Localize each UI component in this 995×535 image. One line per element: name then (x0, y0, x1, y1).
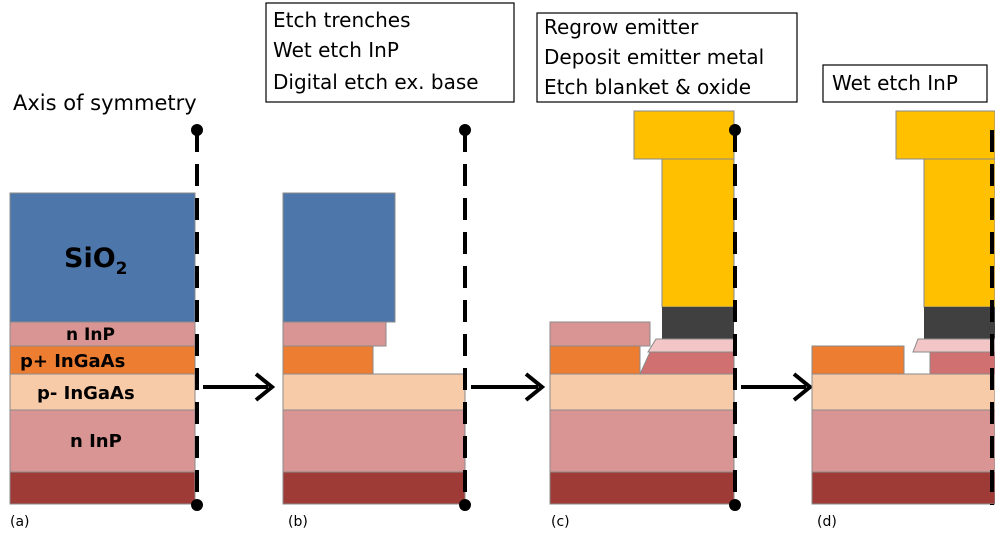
sio2-layer (282, 192, 396, 323)
arrow-a-to-b (203, 372, 276, 402)
panel-label-a: (a) (10, 514, 30, 530)
step-d-line-1: Wet etch InP (832, 71, 958, 95)
substrate-layer (9, 471, 196, 505)
sio2-layer (9, 192, 196, 323)
panel-d: Wet etch InP (d) (811, 64, 995, 530)
axis-of-symmetry-label: Axis of symmetry (13, 91, 197, 115)
n-inp-top-layer (282, 321, 387, 347)
panel-a: SiO2 n InP p+ InGaAs p- InGaAs n InP Axi… (9, 91, 203, 530)
emitter-metal-cap (895, 110, 995, 160)
emitter-metal-cap (633, 110, 735, 160)
n-inp-top-layer (549, 321, 651, 347)
emitter-metal-stem (923, 158, 995, 308)
n-inp-top-layer (9, 321, 196, 347)
emitter-contact-layer (662, 307, 734, 339)
axis-top-dot (729, 124, 741, 136)
n-inp-bottom-layer (811, 409, 995, 473)
p-plus-ingaas-layer (549, 345, 641, 375)
axis-top-dot (459, 124, 471, 136)
step-b-box (265, 2, 515, 103)
step-c-line-3: Etch blanket & oxide (544, 75, 751, 99)
p-minus-ingaas-layer (811, 373, 995, 411)
step-c-line-2: Deposit emitter metal (544, 45, 764, 69)
emitter-contact-layer (924, 307, 995, 339)
step-d-box (822, 64, 988, 103)
n-inp-bottom-layer (9, 409, 196, 473)
panel-label-d: (d) (817, 514, 837, 530)
step-c-line-1: Regrow emitter (544, 15, 699, 39)
p-plus-ingaas-label: p+ InGaAs (20, 351, 125, 372)
regrown-emitter (929, 351, 995, 375)
sio2-label: SiO2 (64, 243, 128, 279)
substrate-layer (811, 471, 995, 505)
thin-regrowth-layer (912, 338, 995, 353)
p-minus-ingaas-layer (282, 373, 466, 411)
p-minus-ingaas-layer (549, 373, 735, 411)
n-inp-top-label: n InP (66, 325, 115, 345)
n-inp-bottom-layer (282, 409, 466, 473)
panel-label-c: (c) (551, 514, 570, 530)
p-plus-ingaas-layer (9, 345, 196, 375)
step-b-line-2: Wet etch InP (273, 38, 399, 62)
p-minus-ingaas-layer (9, 373, 196, 411)
arrow-b-to-c (471, 372, 546, 402)
p-minus-ingaas-label: p- InGaAs (37, 383, 135, 404)
substrate-layer (549, 471, 735, 505)
axis-bottom-dot (729, 499, 741, 511)
n-inp-bottom-layer (549, 409, 735, 473)
axis-bottom-dot (191, 499, 203, 511)
panel-label-b: (b) (288, 514, 308, 530)
arrow-c-to-d (741, 372, 814, 402)
axis-top-dot (191, 124, 203, 136)
n-inp-bottom-label: n InP (70, 431, 122, 452)
step-b-line-1: Etch trenches (273, 8, 411, 32)
emitter-metal-stem (661, 158, 735, 308)
substrate-layer (282, 471, 466, 505)
step-b-line-3: Digital etch ex. base (273, 70, 479, 94)
panel-b: Etch trenches Wet etch InP Digital etch … (265, 2, 515, 530)
p-plus-ingaas-layer (282, 345, 374, 375)
axis-bottom-dot (459, 499, 471, 511)
p-plus-ingaas-layer (811, 345, 905, 375)
step-c-box (536, 12, 798, 103)
panel-c: Regrow emitter Deposit emitter metal Etc… (536, 12, 798, 530)
thin-regrowth-layer (647, 338, 735, 353)
